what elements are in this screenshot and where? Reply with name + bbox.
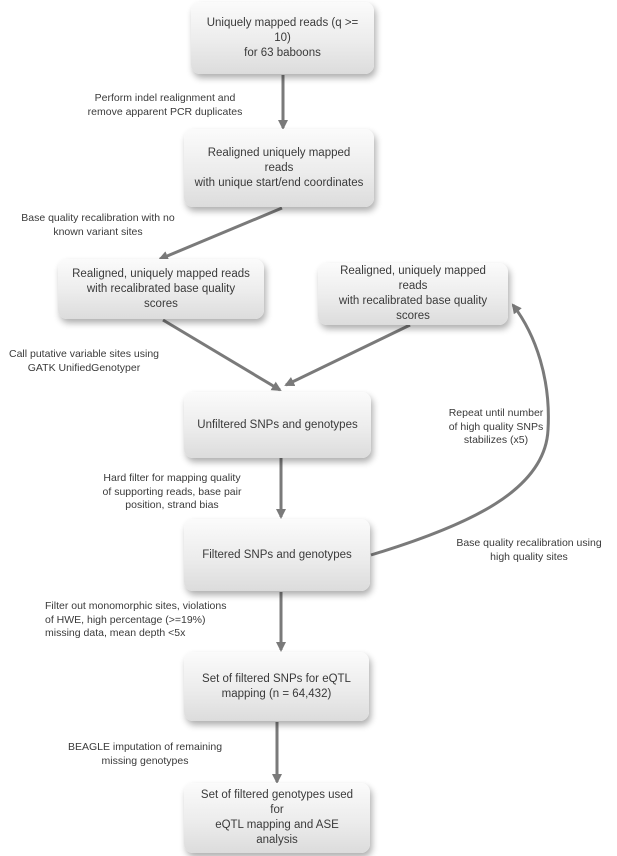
- box-recalibrated-right: Realigned, uniquely mapped reads with re…: [318, 263, 508, 325]
- note-hard-filter: Hard filter for mapping quality of suppo…: [102, 472, 242, 511]
- arrow-2: [158, 206, 283, 261]
- note-bqsr-no-known-sites: Base quality recalibration with no known…: [21, 212, 175, 238]
- box-recalibrated-left-text: Realigned, uniquely mapped reads with re…: [72, 267, 250, 310]
- box-filtered-snps: Filtered SNPs and genotypes: [184, 519, 370, 591]
- box-recalibrated-right-text: Realigned, uniquely mapped reads with re…: [338, 265, 488, 322]
- box-set-filtered-genotypes: Set of filtered genotypes used for eQTL …: [184, 783, 370, 853]
- box-uniquely-mapped-reads-text: Uniquely mapped reads (q >= 10) for 63 b…: [206, 16, 359, 59]
- box-set-filtered-snps: Set of filtered SNPs for eQTL mapping (n…: [184, 652, 369, 721]
- note-call-variable-sites: Call putative variable sites using GATK …: [9, 348, 159, 374]
- note-indel-realignment: Perform indel realignment and remove app…: [87, 92, 243, 118]
- box-unfiltered-snps-text: Unfiltered SNPs and genotypes: [197, 418, 358, 431]
- note-filter-out-sites: Filter out monomorphic sites, violations…: [45, 600, 227, 639]
- arrow-4: [284, 323, 411, 387]
- note-bqsr-high-quality: Base quality recalibration using high qu…: [456, 537, 602, 563]
- box-filtered-snps-text: Filtered SNPs and genotypes: [202, 548, 352, 561]
- box-recalibrated-left: Realigned, uniquely mapped reads with re…: [58, 259, 264, 319]
- box-set-filtered-genotypes-text: Set of filtered genotypes used for eQTL …: [200, 789, 354, 846]
- box-uniquely-mapped-reads: Uniquely mapped reads (q >= 10) for 63 b…: [191, 2, 374, 74]
- box-unfiltered-snps: Unfiltered SNPs and genotypes: [184, 392, 371, 458]
- arrow-3: [162, 318, 282, 392]
- note-beagle-imputation: BEAGLE imputation of remaining missing g…: [67, 741, 223, 767]
- box-realigned-unique-reads: Realigned uniquely mapped reads with uni…: [184, 129, 374, 207]
- arrow-loop: [370, 303, 550, 557]
- note-repeat-until-stable: Repeat until number of high quality SNPs…: [448, 407, 544, 446]
- box-realigned-unique-reads-text: Realigned uniquely mapped reads with uni…: [194, 146, 364, 189]
- box-set-filtered-snps-text: Set of filtered SNPs for eQTL mapping (n…: [202, 672, 351, 700]
